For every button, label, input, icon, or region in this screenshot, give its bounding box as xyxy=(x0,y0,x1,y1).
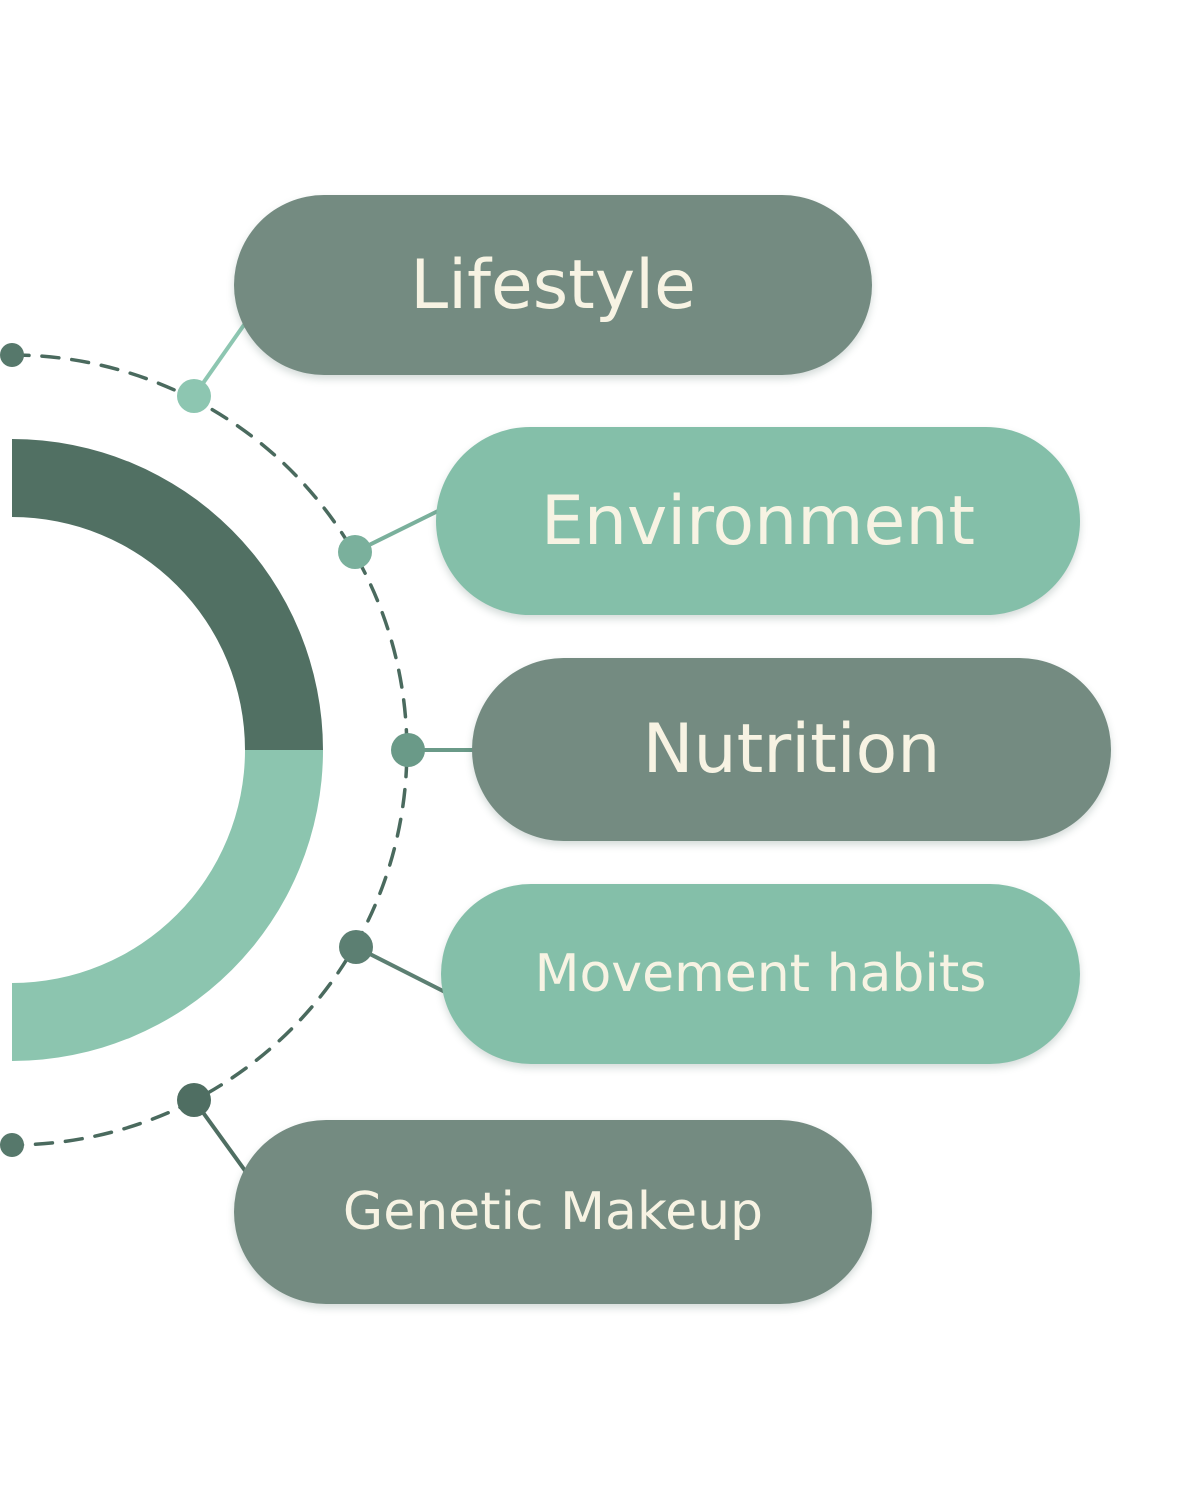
ring-upper-segment xyxy=(12,439,323,750)
arc-end-dot-bottom xyxy=(0,1133,24,1157)
dot-lifestyle xyxy=(177,379,211,413)
pill-lifestyle-label: Lifestyle xyxy=(410,245,696,325)
dot-genetic xyxy=(177,1083,211,1117)
dot-environment xyxy=(338,535,372,569)
pill-nutrition: Nutrition xyxy=(472,658,1111,841)
dot-movement xyxy=(339,930,373,964)
arc-end-dot-top xyxy=(0,343,24,367)
ring-lower-segment xyxy=(12,750,323,1061)
pill-lifestyle: Lifestyle xyxy=(234,195,872,375)
pill-nutrition-label: Nutrition xyxy=(642,710,941,789)
pill-environment: Environment xyxy=(436,427,1080,615)
pill-genetic-makeup-label: Genetic Makeup xyxy=(342,1182,764,1242)
pill-genetic-makeup: Genetic Makeup xyxy=(234,1120,872,1304)
dot-nutrition xyxy=(391,733,425,767)
pill-environment-label: Environment xyxy=(540,481,976,561)
pill-movement-habits-label: Movement habits xyxy=(534,944,987,1004)
pill-movement-habits: Movement habits xyxy=(441,884,1080,1064)
